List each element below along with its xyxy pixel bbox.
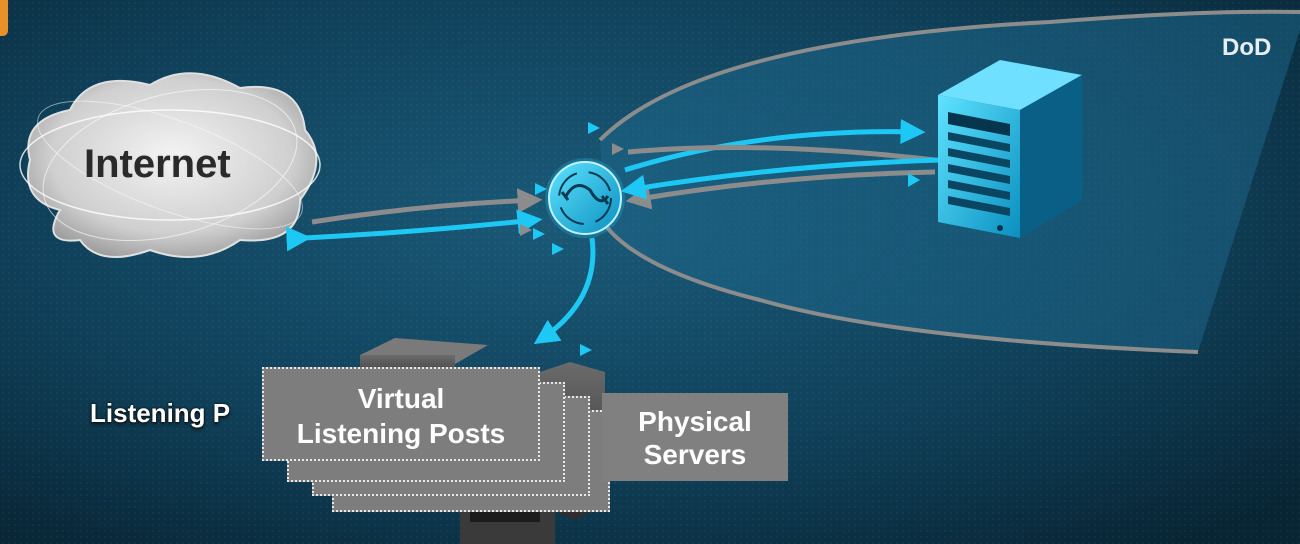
flow-marker [612, 143, 624, 155]
physical-servers-label: Physical Servers [602, 405, 788, 471]
listening-posts-label: Listening P [90, 398, 231, 428]
link-server-to-router [620, 157, 941, 200]
physical-label-line1: Physical [638, 406, 752, 437]
flow-marker [533, 228, 545, 240]
link-router-to-internet [285, 209, 543, 252]
virtual-label-line2: Listening Posts [296, 418, 506, 449]
virtual-post-card-1 [262, 367, 540, 461]
flow-marker [520, 224, 532, 236]
link-router-to-posts [533, 237, 596, 345]
physical-servers-box [602, 393, 788, 481]
physical-label-line2: Servers [643, 439, 747, 470]
flow-markers-gray [520, 143, 624, 236]
flow-marker [535, 183, 547, 195]
flow-marker [588, 122, 600, 134]
dod-label: DoD [1222, 34, 1272, 61]
server-icon [938, 60, 1082, 238]
router-icon [545, 158, 625, 238]
link-server-gray-top [627, 145, 936, 163]
link-router-to-server [624, 119, 926, 173]
virtual-label-line1: Virtual [357, 383, 445, 414]
corner-tab [0, 0, 8, 36]
link-server-to-router-gray [625, 169, 936, 210]
flow-marker [580, 344, 592, 356]
flow-marker [552, 243, 564, 255]
dod-boundary-top [598, 9, 1300, 142]
dod-boundary-bottom [603, 223, 1199, 354]
flow-markers [533, 122, 920, 356]
flow-marker [908, 173, 920, 187]
internet-label: Internet [84, 142, 231, 186]
virtual-listening-posts-label: Virtual Listening Posts [264, 381, 538, 451]
cloud-icon [19, 72, 321, 259]
